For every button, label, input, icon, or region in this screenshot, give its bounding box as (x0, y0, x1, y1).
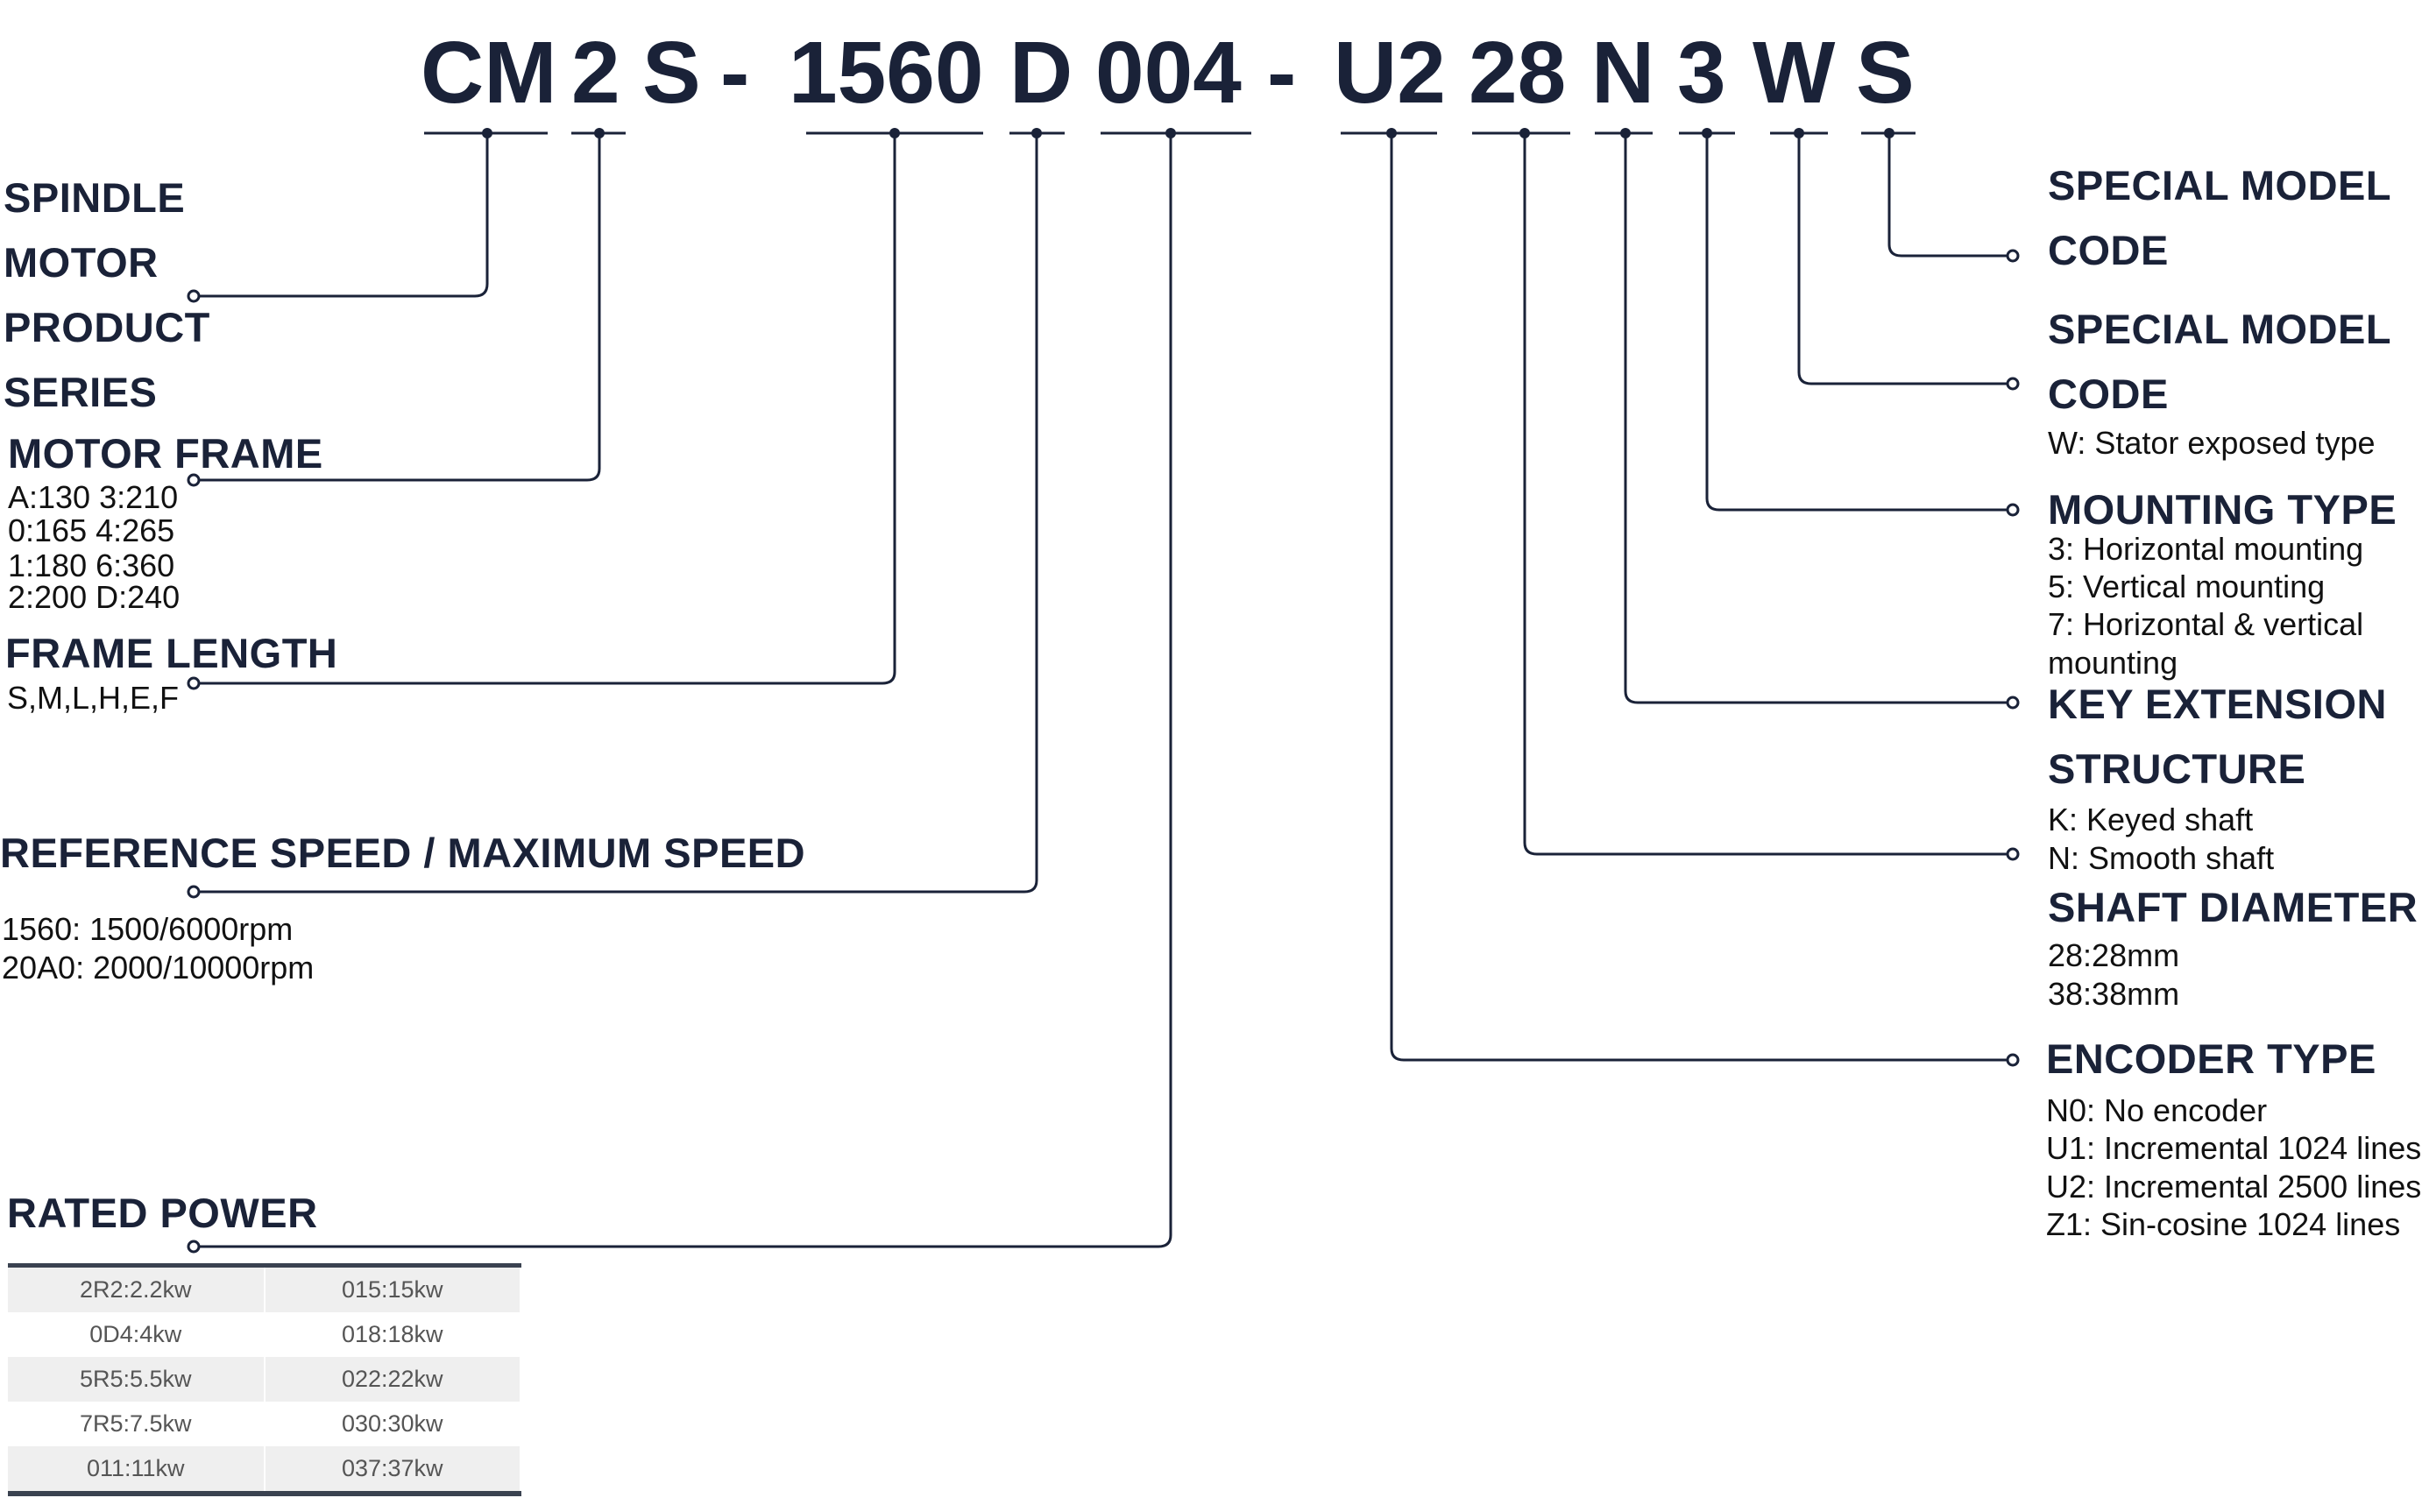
code-segment: S (642, 24, 701, 122)
leader-shaft (1523, 133, 2013, 856)
leader-series (194, 133, 489, 298)
code-segment: 3 (1677, 24, 1726, 122)
table-cell: 018:18kw (264, 1312, 521, 1357)
special-code-1-line1: SPECIAL MODEL (2048, 162, 2392, 208)
encoder-type-title: ENCODER TYPE (2046, 1035, 2376, 1082)
special-code-2-line2: CODE (2048, 371, 2169, 417)
series-label-line2: MOTOR (4, 239, 159, 286)
shaft-diameter-item: 38:38mm (2048, 976, 2180, 1012)
table-row: 2R2:2.2kw 015:15kw (8, 1265, 521, 1312)
encoder-type-item: U2: Incremental 2500 lines (2046, 1169, 2422, 1205)
table-cell: 030:30kw (264, 1402, 521, 1446)
code-segment: W (1753, 24, 1836, 122)
special-code-1-line2: CODE (2048, 227, 2169, 273)
encoder-type-item: Z1: Sin-cosine 1024 lines (2046, 1206, 2401, 1242)
table-row: 011:11kw 037:37kw (8, 1446, 521, 1494)
code-segment: CM (421, 24, 557, 122)
code-separator: - (1267, 24, 1297, 122)
table-row: 0D4:4kw 018:18kw (8, 1312, 521, 1357)
leader-speed (194, 133, 1038, 894)
shaft-diameter-item: 28:28mm (2048, 937, 2180, 973)
leader-key (1624, 133, 2013, 704)
code-segment: 1560 (789, 24, 984, 122)
table-cell: 037:37kw (264, 1446, 521, 1494)
leader-length (194, 133, 896, 685)
encoder-type-item: U1: Incremental 1024 lines (2046, 1130, 2422, 1166)
speed-title: REFERENCE SPEED / MAXIMUM SPEED (0, 830, 806, 876)
mounting-type-item: 5: Vertical mounting (2048, 569, 2326, 604)
motor-frame-title: MOTOR FRAME (8, 430, 323, 477)
code-segment: N (1591, 24, 1655, 122)
encoder-type-item: N0: No encoder (2046, 1092, 2268, 1128)
rated-power-title: RATED POWER (7, 1190, 318, 1236)
series-label-line3: PRODUCT (4, 304, 210, 350)
mounting-type-item: 7: Horizontal & vertical (2048, 606, 2364, 642)
leader-encoder (1390, 133, 2013, 1062)
code-segment: 28 (1469, 24, 1567, 122)
shaft-diameter-title: SHAFT DIAMETER (2048, 884, 2418, 930)
table-cell: 5R5:5.5kw (8, 1357, 266, 1402)
speed-item: 20A0: 2000/10000rpm (2, 950, 315, 986)
table-cell: 015:15kw (264, 1265, 521, 1312)
table-cell: 022:22kw (264, 1357, 521, 1402)
table-cell: 011:11kw (8, 1446, 266, 1494)
series-label-line4: SERIES (4, 369, 158, 415)
rated-power-table: 2R2:2.2kw 015:15kw 0D4:4kw 018:18kw 5R5:… (8, 1263, 521, 1496)
special-code-2-item: W: Stator exposed type (2048, 425, 2376, 461)
key-extension-line2: STRUCTURE (2048, 745, 2306, 792)
frame-length-title: FRAME LENGTH (5, 630, 338, 676)
motor-frame-item: 0:165 4:265 (8, 512, 175, 548)
frame-length-item: S,M,L,H,E,F (7, 680, 180, 716)
leader-mounting (1705, 133, 2013, 512)
code-segment: 2 (571, 24, 620, 122)
code-segment: D (1009, 24, 1073, 122)
special-code-2-line1: SPECIAL MODEL (2048, 306, 2392, 352)
table-row: 5R5:5.5kw 022:22kw (8, 1357, 521, 1402)
speed-item: 1560: 1500/6000rpm (2, 911, 294, 947)
leader-special2 (1797, 133, 2013, 385)
table-cell: 0D4:4kw (8, 1312, 266, 1357)
mounting-type-item: mounting (2048, 645, 2178, 681)
leader-power (194, 133, 1172, 1248)
motor-frame-item: 1:180 6:360 (8, 548, 175, 583)
code-separator: - (720, 24, 750, 122)
key-extension-item: N: Smooth shaft (2048, 840, 2275, 876)
leader-special1 (1887, 133, 2013, 258)
code-segment: 004 (1095, 24, 1242, 122)
table-cell: 7R5:7.5kw (8, 1402, 266, 1446)
mounting-type-title: MOUNTING TYPE (2048, 486, 2397, 533)
code-segment: S (1856, 24, 1915, 122)
table-cell: 2R2:2.2kw (8, 1265, 266, 1312)
series-label-line1: SPINDLE (4, 174, 186, 221)
key-extension-item: K: Keyed shaft (2048, 802, 2254, 837)
table-row: 7R5:7.5kw 030:30kw (8, 1402, 521, 1446)
motor-frame-item: 2:200 D:240 (8, 579, 181, 615)
key-extension-line1: KEY EXTENSION (2048, 681, 2387, 727)
mounting-type-item: 3: Horizontal mounting (2048, 531, 2364, 567)
motor-frame-item: A:130 3:210 (8, 479, 179, 515)
code-segment: U2 (1334, 24, 1446, 122)
leader-frame (194, 133, 601, 482)
